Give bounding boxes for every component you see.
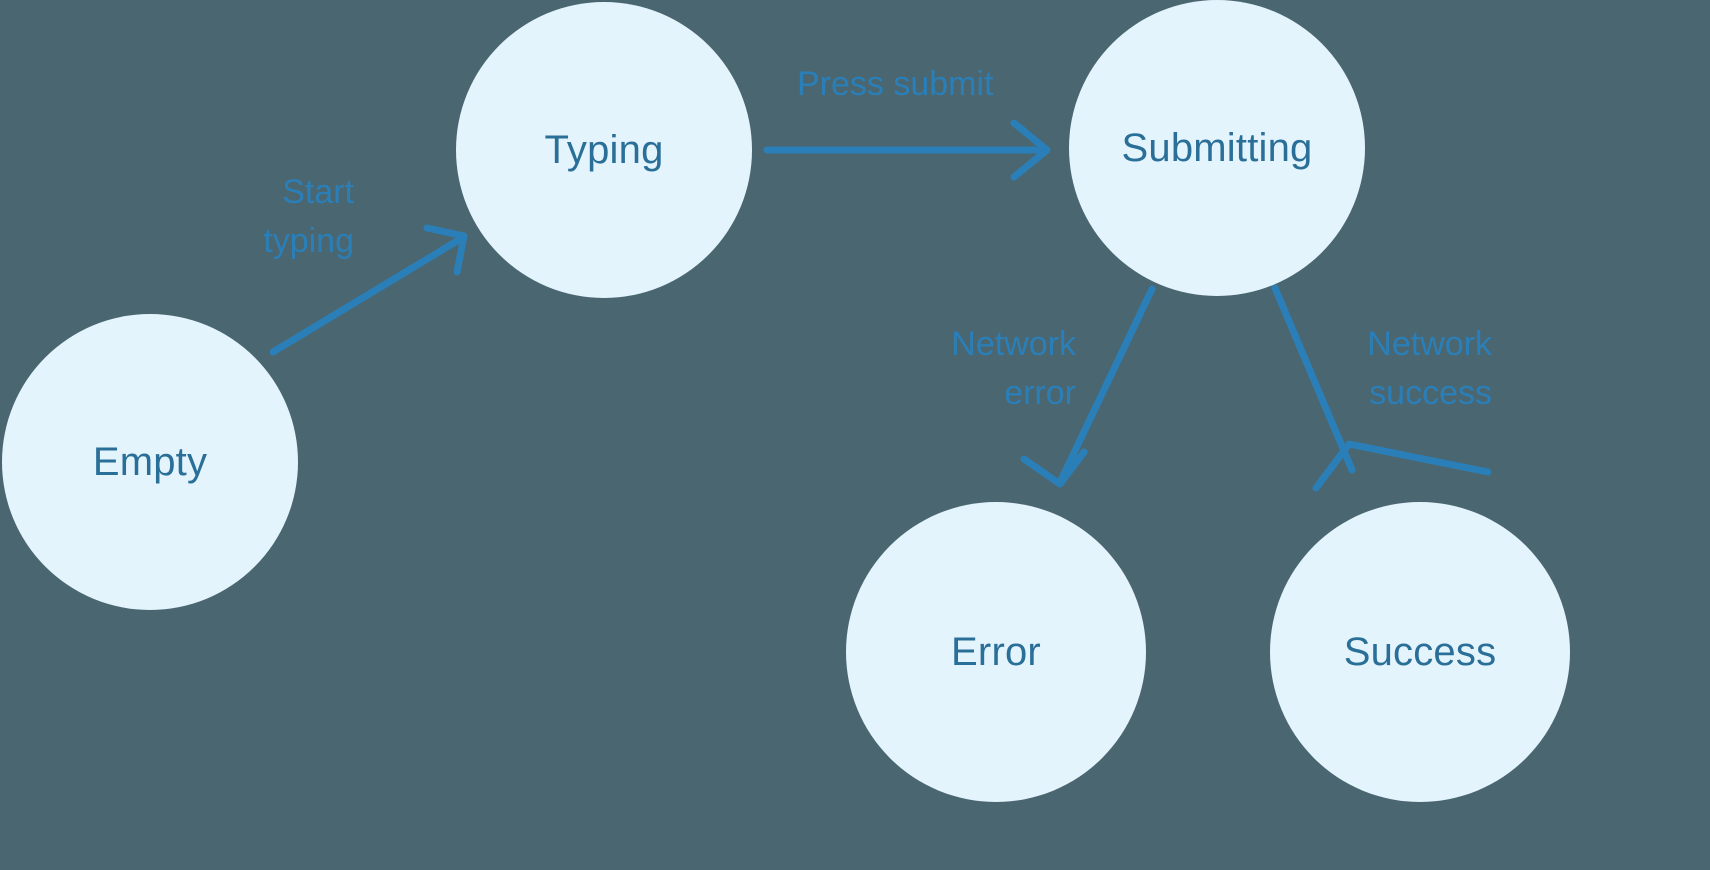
edge-submitting-to-success — [1271, 284, 1492, 492]
node-typing-label: Typing — [544, 127, 664, 172]
edge-typing-to-submitting — [763, 119, 1051, 181]
node-submitting-label: Submitting — [1121, 125, 1313, 170]
edge-submitting-to-error — [1020, 285, 1156, 488]
node-success-label: Success — [1343, 629, 1497, 674]
edge-label-press-submit: Press submit — [797, 65, 994, 103]
node-empty[interactable]: Empty — [2, 314, 298, 610]
edge-label-network-success: Network success — [1367, 325, 1492, 413]
node-typing[interactable]: Typing — [456, 2, 752, 298]
node-error[interactable]: Error — [846, 502, 1146, 802]
edge-label-start-typing: Start typing — [263, 173, 354, 261]
edge-label-network-error: Network error — [951, 325, 1076, 413]
node-empty-label: Empty — [92, 439, 208, 484]
node-success[interactable]: Success — [1270, 502, 1570, 802]
node-error-label: Error — [951, 629, 1041, 674]
node-submitting[interactable]: Submitting — [1069, 0, 1365, 296]
edge-empty-to-typing — [269, 224, 468, 356]
